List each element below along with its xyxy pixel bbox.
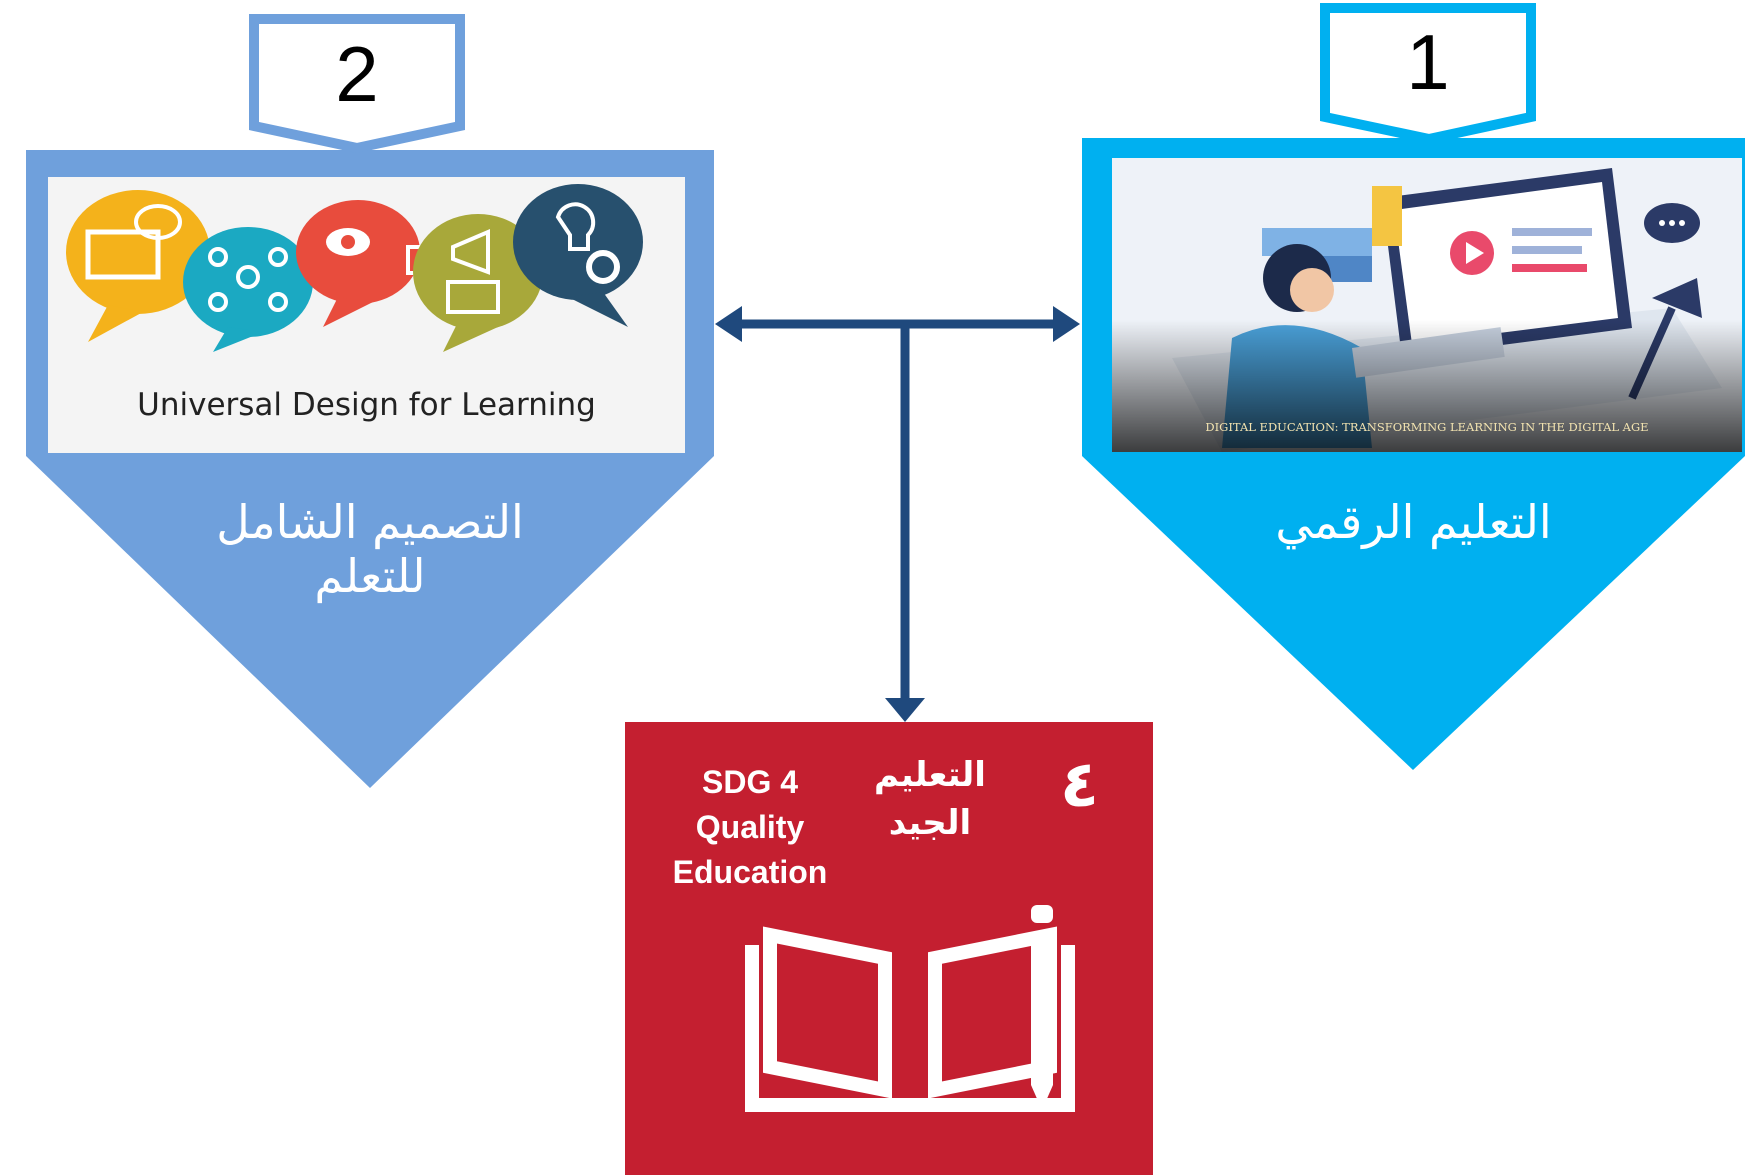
step-2-title-line2: للتعلم <box>314 549 426 604</box>
step-1-title: التعليم الرقمي <box>1275 495 1552 549</box>
udl-image: Universal Design for Learning <box>48 177 685 453</box>
step-2-title-line1: التصميم الشامل <box>216 495 524 549</box>
network-icon <box>183 227 313 352</box>
speech-bubble-icon <box>66 190 210 342</box>
sdg4-latin-line1: SDG 4 <box>701 764 799 800</box>
sdg4-arabic-line1: التعليم <box>874 755 986 795</box>
sdg4-arabic-label: التعليم الجيد <box>845 752 1015 847</box>
udl-caption: Universal Design for Learning <box>137 387 596 423</box>
digital-education-image: DIGITAL EDUCATION: TRANSFORMING LEARNING… <box>1112 158 1742 452</box>
sdg4-arabic-line2: الجيد <box>888 802 972 843</box>
lightbulb-icon <box>513 184 643 327</box>
sdg4-latin-label: SDG 4 Quality Education <box>640 760 860 894</box>
sdg4-number-glyph: ٤ <box>1060 748 1100 822</box>
connector-arrows <box>715 306 1080 722</box>
pencil-icon <box>1031 905 1053 1110</box>
step-2-title: التصميم الشامل للتعلم <box>26 495 714 604</box>
sdg4-latin-line2: Quality <box>695 808 805 845</box>
gear-icon <box>586 250 620 284</box>
udl-bubbles <box>66 184 643 352</box>
step-1-number: 1 <box>1406 17 1450 106</box>
step-2-callout-shape <box>249 14 465 154</box>
eye-icon <box>296 200 420 327</box>
person-at-desk-illustration <box>1112 158 1742 452</box>
sdg4-latin-line3: Education <box>672 853 828 890</box>
step-1-callout-shape <box>1320 3 1536 145</box>
step-2-number: 2 <box>335 29 379 118</box>
digital-education-caption: DIGITAL EDUCATION: TRANSFORMING LEARNING… <box>1205 420 1649 434</box>
megaphone-icon <box>413 214 543 352</box>
